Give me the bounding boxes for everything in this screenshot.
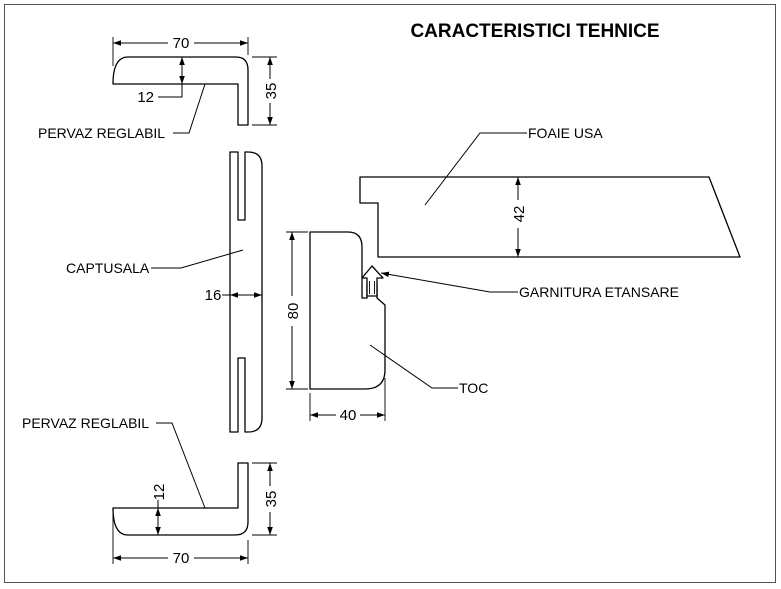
toc-label: TOC [459, 380, 488, 396]
toc-width-value: 40 [340, 407, 357, 424]
captusala-thickness-value: 16 [205, 287, 222, 304]
foaie-usa: 42 FOAIE USA [359, 125, 741, 258]
pervaz-top-height-value: 35 [263, 83, 280, 100]
garnitura: GARNITURA ETANSARE [361, 265, 679, 300]
drawing-title: CARACTERISTICI TEHNICE [410, 21, 659, 42]
pervaz-top: 70 35 12 PERVAZ REGLABIL [38, 35, 280, 141]
toc: 80 40 TOC [285, 231, 488, 424]
captusala: 16 CAPTUSALA [66, 151, 263, 433]
toc-label-leader [369, 344, 458, 389]
toc-height-value: 80 [285, 303, 302, 320]
garnitura-profile [361, 265, 384, 297]
pervaz-top-profile [112, 56, 249, 126]
captusala-label-leader [151, 249, 244, 269]
captusala-profile [229, 151, 263, 433]
foaie-usa-label: FOAIE USA [528, 125, 603, 141]
pervaz-bottom-width-value: 70 [173, 550, 190, 567]
pervaz-bottom-height-value: 35 [263, 491, 280, 508]
pervaz-top-label-leader [173, 83, 206, 134]
pervaz-bottom-label: PERVAZ REGLABIL [22, 415, 149, 431]
pervaz-bottom: 12 35 70 PERVAZ REGLABIL [22, 415, 280, 567]
pervaz-bottom-label-leader [156, 422, 206, 509]
pervaz-bottom-thickness-value: 12 [151, 484, 168, 501]
pervaz-top-label: PERVAZ REGLABIL [38, 125, 165, 141]
foaie-usa-thickness-value: 42 [511, 206, 528, 223]
pervaz-top-thickness-leader [158, 84, 183, 98]
foaie-usa-label-leader [424, 132, 527, 206]
foaie-usa-profile [359, 176, 741, 258]
captusala-label: CAPTUSALA [66, 260, 150, 276]
pervaz-top-width-value: 70 [173, 35, 190, 52]
pervaz-top-thickness-value: 12 [137, 89, 154, 106]
garnitura-label-leader [380, 271, 518, 293]
drawing-frame [4, 4, 776, 583]
garnitura-label: GARNITURA ETANSARE [519, 284, 679, 300]
